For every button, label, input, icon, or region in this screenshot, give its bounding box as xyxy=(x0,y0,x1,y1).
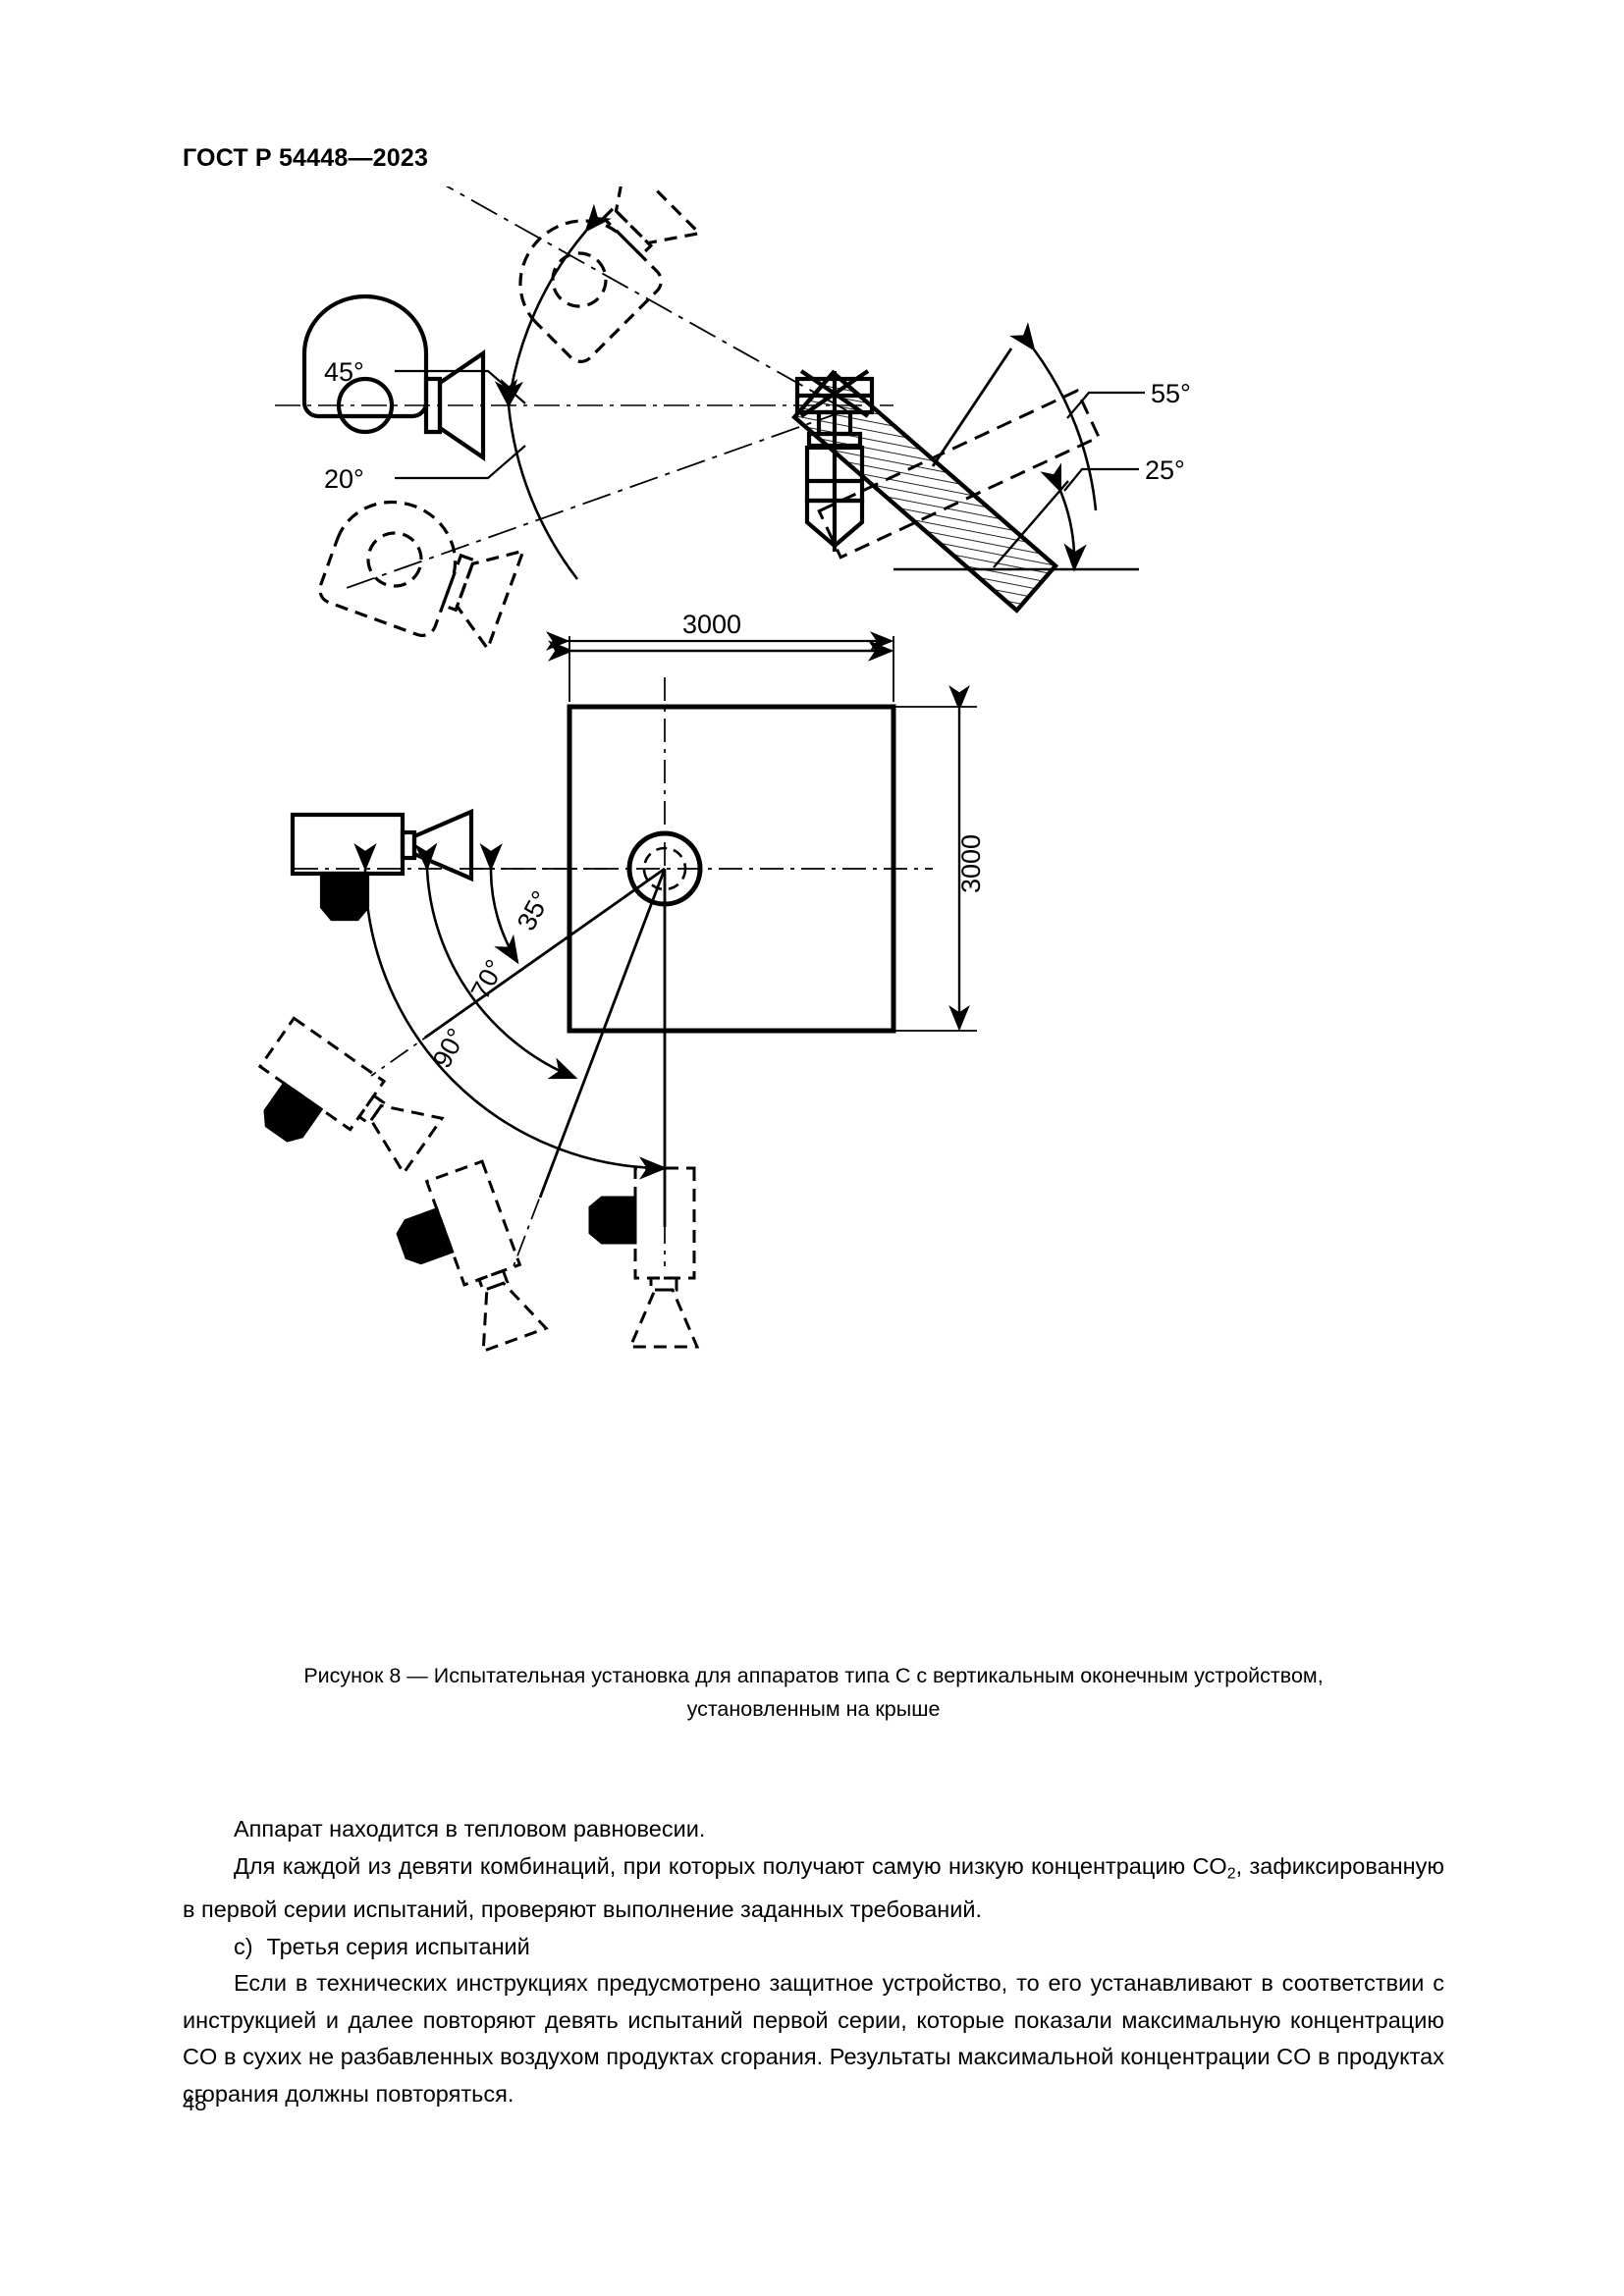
paragraph-nine-combinations-part2: , зафиксированную в первой серии испытан… xyxy=(183,1852,1445,1923)
vertical-terminal xyxy=(794,369,875,552)
paragraph-nine-combinations: Для каждой из девяти комбинаций, при кот… xyxy=(183,1848,1444,1929)
figure-8: 45° 20° 55° 25° 3000 3000 35° 70° 90° xyxy=(147,187,1483,1620)
dim-extension-lines xyxy=(568,636,977,1032)
figure-8-drawing: 45° 20° 55° 25° 3000 3000 35° 70° 90° xyxy=(257,187,1191,1354)
paragraph-nine-combinations-part1: Для каждой из девяти комбинаций, при кот… xyxy=(234,1852,1227,1879)
list-label-third-series: Третья серия испытаний xyxy=(266,1933,530,1959)
leader-25 xyxy=(1063,467,1139,492)
label-angle-20: 20° xyxy=(324,464,364,494)
figure-caption-line-2: установленным на крыше xyxy=(686,1697,941,1721)
paragraph-protective-device: Если в технических инструкциях предусмот… xyxy=(183,1970,1444,2107)
blower-plan-35 xyxy=(257,1016,445,1176)
list-marker-c: с) xyxy=(234,1933,253,1959)
leader-45 xyxy=(395,369,526,404)
running-head: ГОСТ Р 54448—2023 xyxy=(183,144,429,172)
paragraph-thermal-equilibrium: Аппарат находится в тепловом равновесии. xyxy=(234,1816,706,1842)
label-angle-45: 45° xyxy=(324,357,364,387)
dim-width-3000 xyxy=(568,628,569,633)
figure-caption-line-1: Рисунок 8 — Испытательная установка для … xyxy=(303,1664,1324,1687)
blower-side-main xyxy=(301,294,486,461)
arc-35 xyxy=(479,842,519,965)
label-angle-35: 35° xyxy=(512,886,557,935)
figure-caption: Рисунок 8 — Испытательная установка для … xyxy=(183,1659,1444,1726)
blower-plan-main xyxy=(290,808,474,922)
arc-90 xyxy=(353,842,668,1180)
blower-side-20 xyxy=(318,500,526,653)
ray-25 xyxy=(993,480,1069,568)
leader-55 xyxy=(1066,391,1145,419)
label-angle-55: 55° xyxy=(1151,379,1191,408)
blower-plan-90 xyxy=(588,1166,700,1349)
ray-55 xyxy=(931,347,1013,467)
list-item-third-series: с) Третья серия испытаний xyxy=(183,1929,1444,1966)
co2-subscript: 2 xyxy=(1226,1864,1236,1882)
page-number: 48 xyxy=(183,2091,207,2115)
axis-20deg xyxy=(343,409,847,590)
blower-plan-70 xyxy=(396,1159,549,1354)
arc-55 xyxy=(1009,322,1098,511)
leader-20 xyxy=(395,445,526,480)
label-dim-width: 3000 xyxy=(682,610,741,639)
body-text: Аппарат находится в тепловом равновесии.… xyxy=(183,1811,1444,2112)
label-dim-height: 3000 xyxy=(956,834,986,893)
arc-20 xyxy=(494,378,579,580)
axis-45deg xyxy=(445,187,847,411)
blower-side-45 xyxy=(518,187,703,363)
label-angle-25: 25° xyxy=(1145,455,1185,485)
arc-25 xyxy=(1040,462,1087,572)
